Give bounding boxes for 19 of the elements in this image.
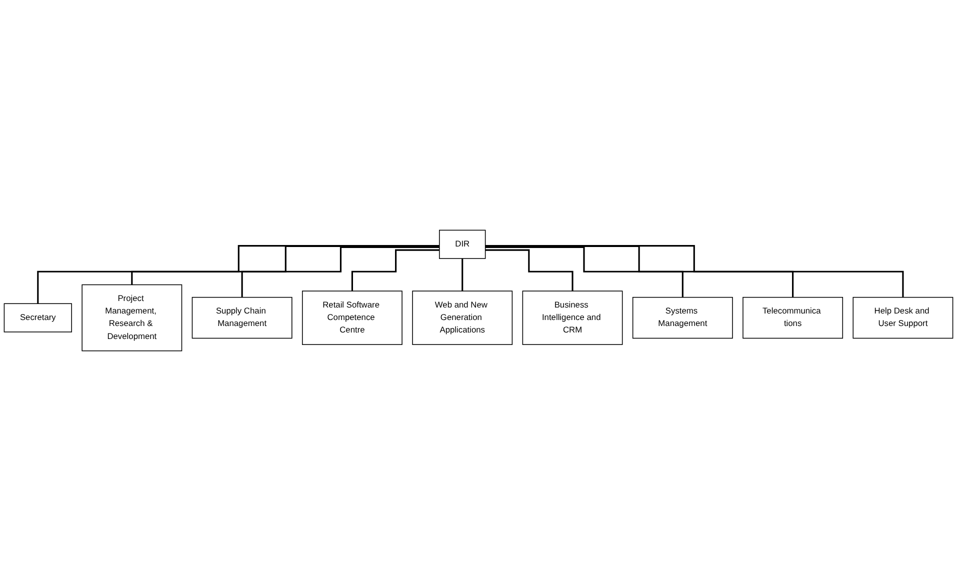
- connector: [462, 258, 464, 292]
- connector: [241, 246, 440, 299]
- connector: [37, 246, 440, 305]
- node-box: Help Desk and User Support: [852, 297, 954, 340]
- node-box: Supply Chain Management: [192, 297, 292, 340]
- node-box: Business Intelligence and CRM: [522, 291, 623, 346]
- node-box: Systems Management: [632, 297, 733, 340]
- node-box: Project Management, Research & Development: [82, 284, 182, 352]
- node-box: Web and New Generation Applications: [412, 291, 513, 346]
- connector: [485, 246, 794, 299]
- node-box: DIR: [439, 230, 486, 260]
- connector: [485, 245, 904, 299]
- connector: [485, 250, 574, 292]
- node-box: Telecommunica tions: [742, 297, 844, 340]
- node-box: Retail Software Competence Centre: [302, 291, 402, 346]
- connector: [485, 246, 684, 299]
- connector: [351, 250, 440, 292]
- connector: [131, 246, 440, 286]
- node-box: Secretary: [4, 304, 72, 333]
